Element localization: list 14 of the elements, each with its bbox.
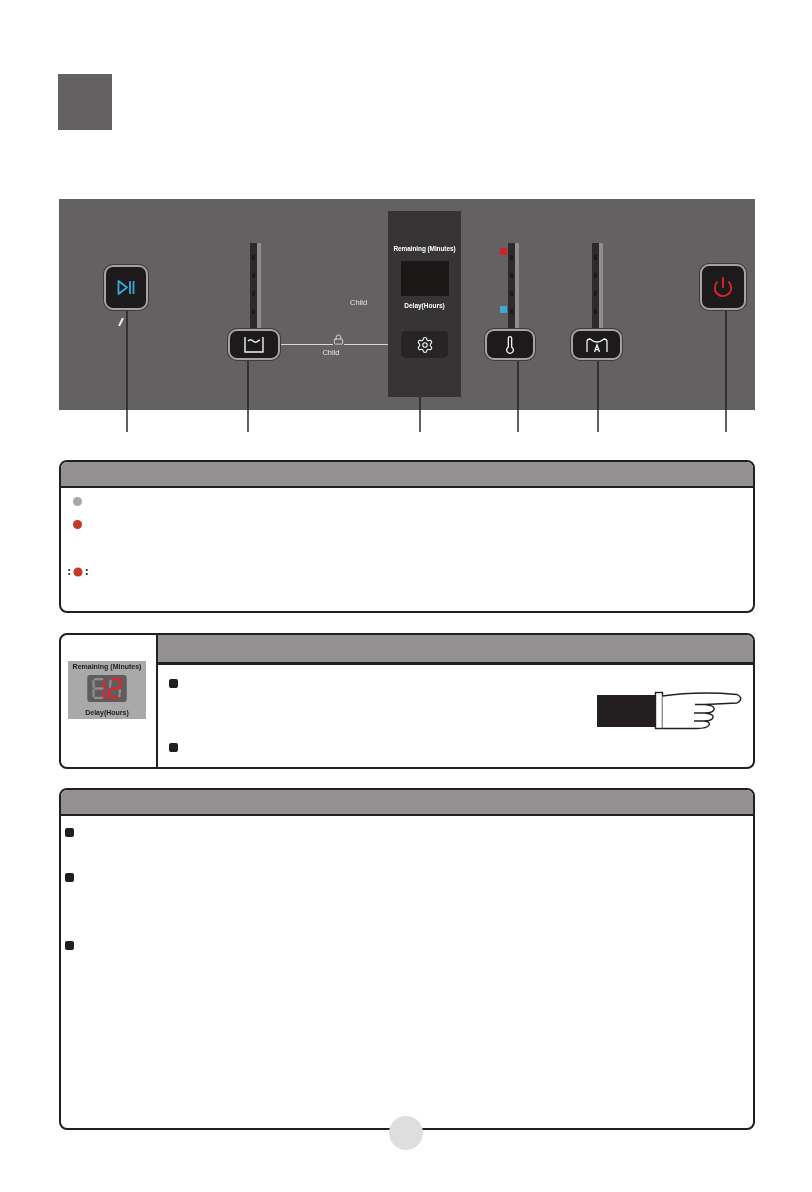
power-button xyxy=(700,264,746,310)
leader-line xyxy=(517,359,519,433)
leader-line xyxy=(247,359,249,433)
arch-symbol-button xyxy=(571,329,622,360)
connector-line xyxy=(279,344,389,345)
display-picture xyxy=(68,661,146,719)
leader-line xyxy=(597,359,599,433)
tub-button xyxy=(228,329,280,360)
leader-line xyxy=(126,309,128,433)
leader-line xyxy=(419,396,421,433)
display-panel xyxy=(388,211,461,397)
play-pause-button xyxy=(104,265,148,310)
thermometer-button xyxy=(485,329,535,360)
leader-line xyxy=(725,309,727,433)
